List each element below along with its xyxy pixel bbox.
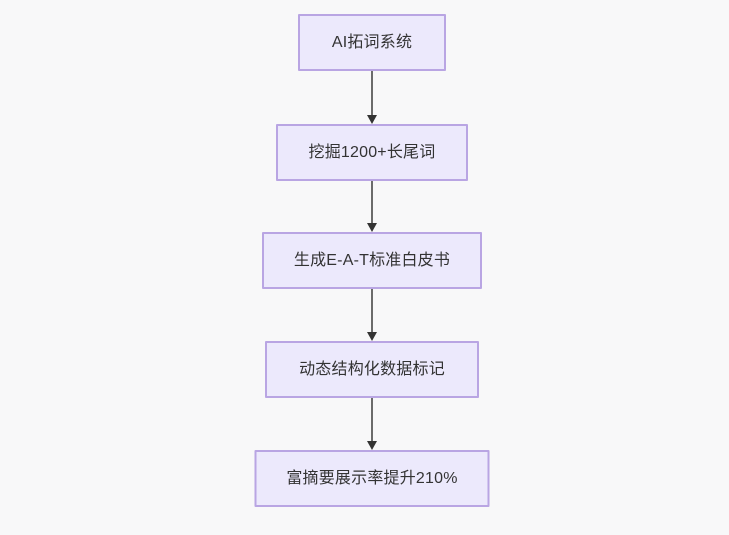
flowchart-node-longtail-keywords[interactable]: 挖掘1200+长尾词	[276, 124, 468, 181]
edge-line	[371, 71, 373, 115]
edge-n1-n2	[366, 71, 378, 124]
edge-n3-n4	[366, 289, 378, 341]
flowchart-node-rich-snippet-result[interactable]: 富摘要展示率提升210%	[254, 450, 490, 507]
flowchart-node-ai-keyword-system[interactable]: AI拓词系统	[298, 14, 446, 71]
edge-line	[371, 398, 373, 441]
flowchart-node-eat-whitepaper[interactable]: 生成E-A-T标准白皮书	[262, 232, 482, 289]
arrowhead-icon	[367, 223, 377, 232]
node-label: AI拓词系统	[331, 33, 413, 51]
edge-line	[371, 181, 373, 223]
edge-n2-n3	[366, 181, 378, 232]
node-label: 动态结构化数据标记	[299, 360, 445, 378]
arrowhead-icon	[367, 441, 377, 450]
edge-line	[371, 289, 373, 332]
edge-n4-n5	[366, 398, 378, 450]
flowchart-node-structured-data-markup[interactable]: 动态结构化数据标记	[265, 341, 479, 398]
arrowhead-icon	[367, 332, 377, 341]
node-label: 富摘要展示率提升210%	[286, 469, 458, 487]
node-label: 挖掘1200+长尾词	[308, 143, 436, 161]
node-label: 生成E-A-T标准白皮书	[293, 251, 451, 269]
arrowhead-icon	[367, 115, 377, 124]
